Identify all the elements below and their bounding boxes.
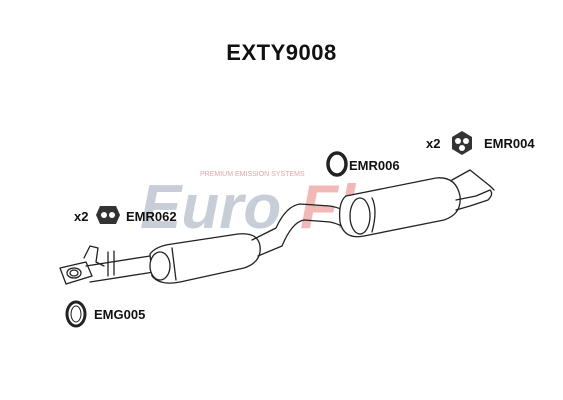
front-pipe bbox=[85, 255, 155, 283]
front-flange bbox=[59, 261, 93, 285]
watermark-tagline: PREMIUM EMISSION SYSTEMS bbox=[200, 171, 305, 178]
front-hanger-wire bbox=[83, 245, 105, 267]
rear-hanger-wire bbox=[451, 169, 495, 191]
part-qty-emr004: x2 bbox=[426, 136, 441, 151]
part-qty-emr062: x2 bbox=[74, 209, 89, 224]
part-code-emr004: EMR004 bbox=[484, 136, 535, 151]
part-number-title: EXTY9008 bbox=[226, 40, 337, 65]
tailpipe bbox=[455, 189, 493, 211]
rear-silencer bbox=[338, 177, 461, 238]
gasket-ring-icon bbox=[65, 300, 87, 328]
middle-silencer bbox=[149, 233, 261, 284]
watermark-brand-left: Euro bbox=[140, 173, 281, 242]
part-code-emr006: EMR006 bbox=[349, 158, 400, 173]
part-code-emr062: EMR062 bbox=[126, 209, 177, 224]
rubber-ring-icon bbox=[326, 151, 348, 177]
rubber-hanger-icon bbox=[452, 131, 472, 155]
intermediate-pipe bbox=[251, 203, 351, 257]
part-code-emg005: EMG005 bbox=[94, 307, 146, 322]
rubber-hanger-icon bbox=[96, 206, 120, 224]
